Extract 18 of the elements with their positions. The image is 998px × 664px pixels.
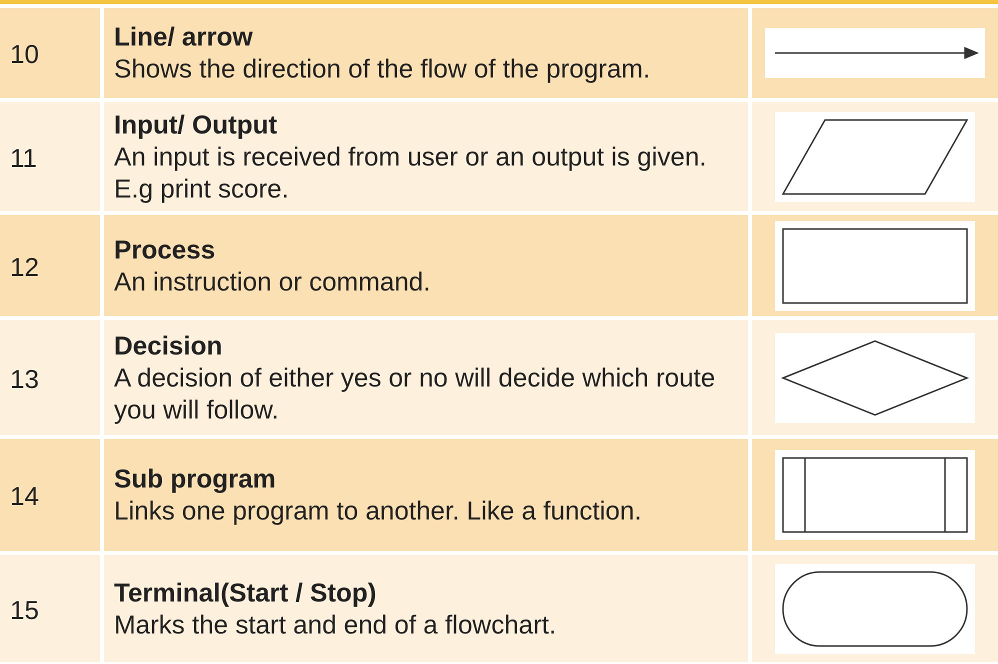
symbol-description: Marks the start and end of a flowchart.: [114, 608, 558, 640]
symbol-name: Input/ Output: [114, 109, 278, 140]
symbol-description: An instruction or command.: [114, 265, 432, 297]
row-number: 14: [10, 481, 39, 512]
row-number: 15: [10, 594, 39, 626]
symbol-name: Process: [114, 234, 216, 265]
symbol-description: Links one program to another. Like a function.: [114, 494, 643, 526]
symbol-name: Sub program: [114, 464, 277, 494]
symbol-description: A decision of either yes or no will decide which route you will follow.: [114, 361, 716, 425]
symbol-description: An input is received from user or an output is given. E.g print score.: [114, 140, 708, 204]
row-number: 10: [10, 39, 39, 70]
symbol-name: Line/ arrow: [114, 22, 254, 52]
symbol-name: Terminal(Start / Stop): [114, 577, 378, 608]
row-number: 11: [10, 142, 37, 174]
symbol-description: Shows the direction of the flow of the program.: [114, 52, 652, 84]
row-number: 13: [10, 364, 39, 394]
row-number: 12: [10, 252, 39, 282]
symbol-name: Decision: [114, 330, 224, 361]
